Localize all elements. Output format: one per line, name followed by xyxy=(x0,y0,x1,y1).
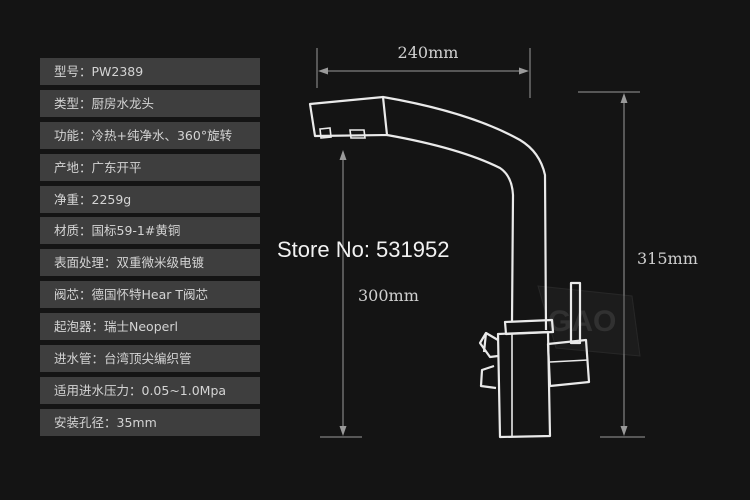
spec-row-aerator: 起泡器：瑞士Neoperl xyxy=(40,313,260,341)
faucet-outline xyxy=(308,95,591,439)
spec-table: 型号：PW2389 类型：厨房水龙头 功能：冷热+纯净水、360°旋转 产地：广… xyxy=(40,58,260,441)
width-dimension: 240mm xyxy=(316,43,531,98)
total-height-label: 315mm xyxy=(637,249,698,268)
spec-row-function: 功能：冷热+纯净水、360°旋转 xyxy=(40,121,260,149)
spec-row-hose: 进水管：台湾顶尖编织管 xyxy=(40,345,260,373)
spout-height-dimension: 300mm xyxy=(320,150,419,438)
spec-row-pressure: 适用进水压力：0.05~1.0Mpa xyxy=(40,376,260,404)
spec-row-type: 类型：厨房水龙头 xyxy=(40,89,260,117)
store-number-watermark: Store No: 531952 xyxy=(277,237,449,262)
spout-height-label: 300mm xyxy=(358,286,419,305)
spec-row-material: 材质：国标59-1#黄铜 xyxy=(40,217,260,245)
spec-row-valve: 阀芯：德国怀特Hear T阀芯 xyxy=(40,281,260,309)
spec-row-finish: 表面处理：双重微米级电镀 xyxy=(40,249,260,277)
spec-row-hole: 安装孔径：35mm xyxy=(40,408,260,436)
spec-row-weight: 净重：2259g xyxy=(40,185,260,213)
watermark-logo-text: GAO xyxy=(548,305,616,338)
width-label: 240mm xyxy=(398,43,459,62)
spec-row-model: 型号：PW2389 xyxy=(40,58,260,85)
spec-row-origin: 产地：广东开平 xyxy=(40,153,260,181)
watermark-logo: GAO xyxy=(537,285,641,357)
total-height-dimension: 315mm xyxy=(578,91,698,438)
